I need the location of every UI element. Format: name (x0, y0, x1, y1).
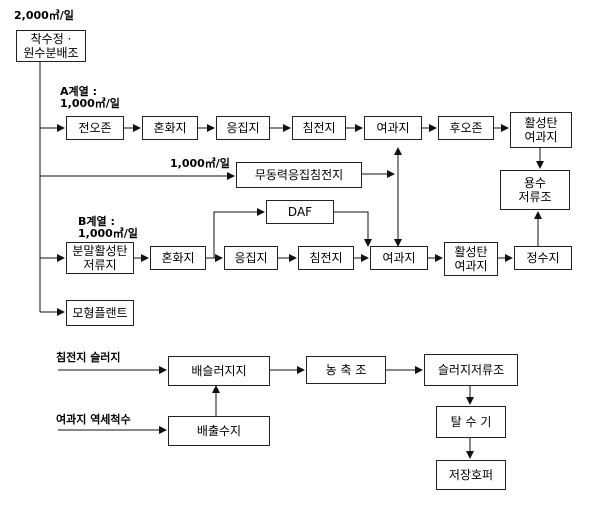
box-b-sed: 침전지 (298, 246, 354, 270)
label-flow-total: 2,000㎥/일 (14, 9, 74, 22)
box-b-clear: 정수지 (514, 246, 572, 270)
box-sludge-storage: 슬러지저류조 (424, 354, 518, 386)
box-daf: DAF (266, 200, 334, 224)
box-a-gac: 활성탄 여과지 (510, 112, 572, 148)
box-hopper: 저장호퍼 (436, 460, 506, 490)
box-b-mix: 혼화지 (150, 246, 206, 270)
arrow-daf-to-filter (334, 211, 372, 247)
box-mid-sed: 무동력응집침전지 (236, 162, 362, 188)
box-pilot: 모형플랜트 (66, 300, 134, 326)
box-thickener: 농 축 조 (306, 356, 386, 384)
box-b-gac: 활성탄 여과지 (444, 242, 498, 276)
label-line-b: B계열 : 1,000㎥/일 (78, 215, 138, 240)
box-a-postozone: 후오존 (438, 116, 494, 140)
box-a-floc: 응집지 (216, 116, 270, 140)
box-sludge-basin: 배슬러지지 (168, 356, 270, 386)
label-backwash-in: 여과지 역세척수 (56, 413, 131, 426)
box-backwash-basin: 배출수지 (168, 416, 270, 446)
box-a-mix: 혼화지 (142, 116, 198, 140)
box-b-filter: 여과지 (370, 246, 428, 270)
label-line-mid: 1,000㎥/일 (170, 157, 230, 170)
box-a-filter: 여과지 (364, 116, 422, 140)
arrow-to-daf (213, 208, 265, 258)
label-line-a: A계열 : 1,000㎥/일 (60, 85, 120, 110)
box-clear-well: 용수 저류조 (500, 170, 570, 210)
label-sludge-in: 침전지 슬러지 (56, 351, 121, 364)
box-a-ozone: 전오존 (66, 116, 124, 140)
box-a-sed: 침전지 (292, 116, 346, 140)
box-b-pac: 분말활성탄 저류지 (66, 242, 134, 274)
box-dewater: 탈 수 기 (436, 406, 506, 438)
box-b-floc: 응집지 (224, 246, 278, 270)
box-intake: 착수정 · 원수분배조 (16, 30, 86, 62)
